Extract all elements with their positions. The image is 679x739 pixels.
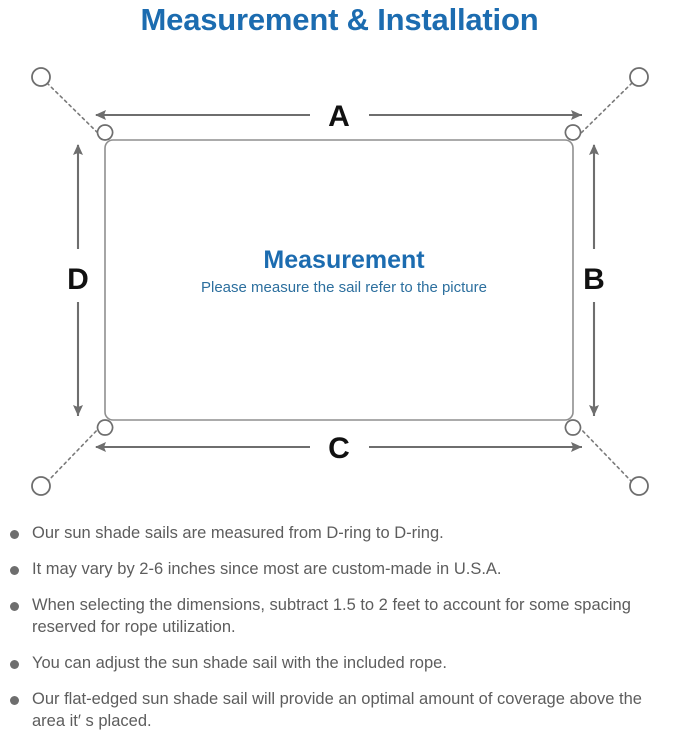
list-item: You can adjust the sun shade sail with t… bbox=[0, 652, 679, 674]
bullet-icon bbox=[10, 530, 19, 539]
dimension-label-a: A bbox=[328, 100, 350, 133]
rope-line-bottom-right bbox=[577, 425, 633, 483]
list-item: Our flat-edged sun shade sail will provi… bbox=[0, 688, 679, 732]
diagram-center-title: Measurement bbox=[263, 246, 425, 274]
d-ring-top-left bbox=[96, 124, 114, 141]
notes-list: Our sun shade sails are measured from D-… bbox=[0, 522, 679, 739]
bullet-icon bbox=[10, 660, 19, 669]
d-ring-bottom-right bbox=[564, 419, 582, 436]
rope-line-top-left bbox=[46, 82, 102, 137]
bullet-icon bbox=[10, 566, 19, 575]
anchor-rings bbox=[31, 67, 649, 496]
d-rings bbox=[96, 124, 582, 436]
rope-line-top-right bbox=[577, 82, 633, 137]
d-ring-top-right bbox=[564, 124, 582, 141]
rope-line-bottom-left bbox=[46, 425, 102, 483]
dimension-label-c: C bbox=[328, 432, 350, 465]
rope-lines bbox=[46, 82, 633, 483]
sail-body bbox=[104, 139, 574, 421]
list-item: When selecting the dimensions, subtract … bbox=[0, 594, 679, 638]
dimension-label-b: B bbox=[583, 263, 605, 296]
note-text: It may vary by 2-6 inches since most are… bbox=[32, 560, 502, 578]
note-text: You can adjust the sun shade sail with t… bbox=[32, 654, 447, 672]
list-item: Our sun shade sails are measured from D-… bbox=[0, 522, 679, 544]
note-text: Our sun shade sails are measured from D-… bbox=[32, 524, 444, 542]
note-text: Our flat-edged sun shade sail will provi… bbox=[32, 690, 642, 730]
anchor-ring-top-right bbox=[629, 67, 649, 87]
list-item: It may vary by 2-6 inches since most are… bbox=[0, 558, 679, 580]
anchor-ring-top-left bbox=[31, 67, 51, 87]
bullet-icon bbox=[10, 602, 19, 611]
diagram-center-subtitle: Please measure the sail refer to the pic… bbox=[201, 279, 487, 296]
page-title: Measurement & Installation bbox=[140, 2, 539, 37]
anchor-ring-bottom-right bbox=[629, 476, 649, 496]
measurement-diagram: A C D B Measurement Please measure the s… bbox=[0, 44, 679, 520]
d-ring-bottom-left bbox=[96, 419, 114, 436]
bullet-icon bbox=[10, 696, 19, 705]
dimension-label-d: D bbox=[67, 263, 89, 296]
anchor-ring-bottom-left bbox=[31, 476, 51, 496]
note-text: When selecting the dimensions, subtract … bbox=[32, 596, 631, 636]
